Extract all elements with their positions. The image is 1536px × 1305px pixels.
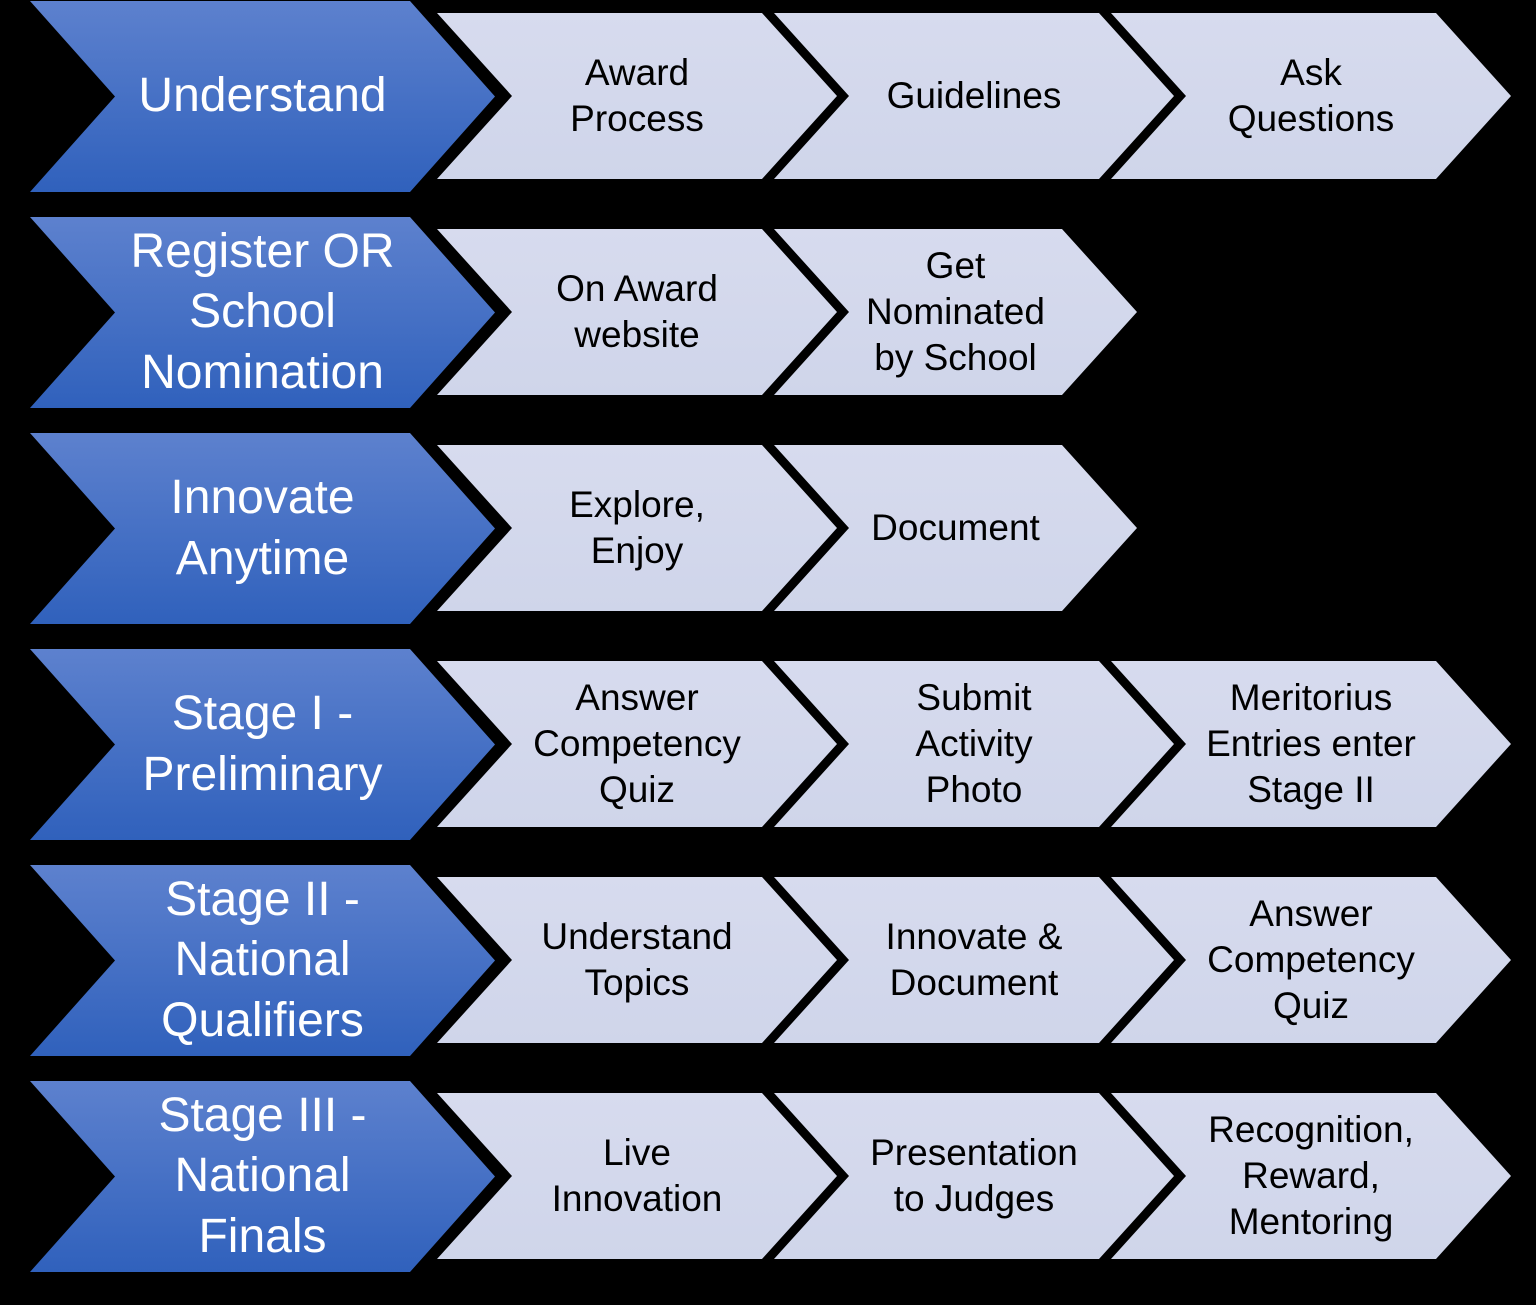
stage-label: Register OR School Nomination [130,224,395,399]
step-chevron: Explore, Enjoy [437,445,837,611]
process-row-stage3: Stage III - National Finals Live Innovat… [0,1081,1536,1272]
stage-label: Stage I - Preliminary [142,687,383,801]
step-label: Explore, Enjoy [569,484,705,571]
stage-chevron: Register OR School Nomination [30,217,495,408]
process-row-stage2: Stage II - National Qualifiers Understan… [0,865,1536,1056]
process-row-innovate: Innovate Anytime Explore, Enjoy Document [0,433,1536,624]
step-label: Guidelines [886,75,1062,117]
stage-chevron: Stage II - National Qualifiers [30,865,495,1056]
step-label: Answer Competency Quiz [1207,893,1415,1026]
process-row-understand: Understand Award Process Guidelines Ask … [0,1,1536,192]
step-label: Answer Competency Quiz [533,677,741,810]
step-label: Presentation to Judges [870,1132,1078,1219]
step-label: Document [871,507,1040,549]
stage-chevron: Understand [30,1,495,192]
step-chevron: On Award website [437,229,837,395]
step-label: Award Process [570,52,704,139]
step-label: Recognition, Reward, Mentoring [1208,1109,1414,1242]
step-chevron: Understand Topics [437,877,837,1043]
step-label: Submit Activity Photo [915,677,1033,810]
stage-label: Stage II - National Qualifiers [161,872,364,1047]
stage-chevron: Stage I - Preliminary [30,649,495,840]
stage-label: Stage III - National Finals [158,1088,367,1263]
stage-label: Understand [138,69,387,123]
step-label: Understand Topics [541,916,733,1003]
stage-chevron: Innovate Anytime [30,433,495,624]
process-row-register: Register OR School Nomination On Award w… [0,217,1536,408]
step-label: Ask Questions [1227,52,1395,139]
stage-chevron: Stage III - National Finals [30,1081,495,1272]
step-chevron: Live Innovation [437,1093,837,1259]
step-chevron: Answer Competency Quiz [437,661,837,827]
process-row-stage1: Stage I - Preliminary Answer Competency … [0,649,1536,840]
step-label: On Award website [556,268,718,355]
step-chevron: Award Process [437,13,837,179]
step-label: Meritorius Entries enter Stage II [1206,677,1416,810]
stage-label: Innovate Anytime [170,471,355,585]
step-label: Get Nominated by School [866,245,1045,378]
step-label: Live Innovation [551,1132,723,1219]
step-label: Innovate & Document [885,916,1063,1003]
